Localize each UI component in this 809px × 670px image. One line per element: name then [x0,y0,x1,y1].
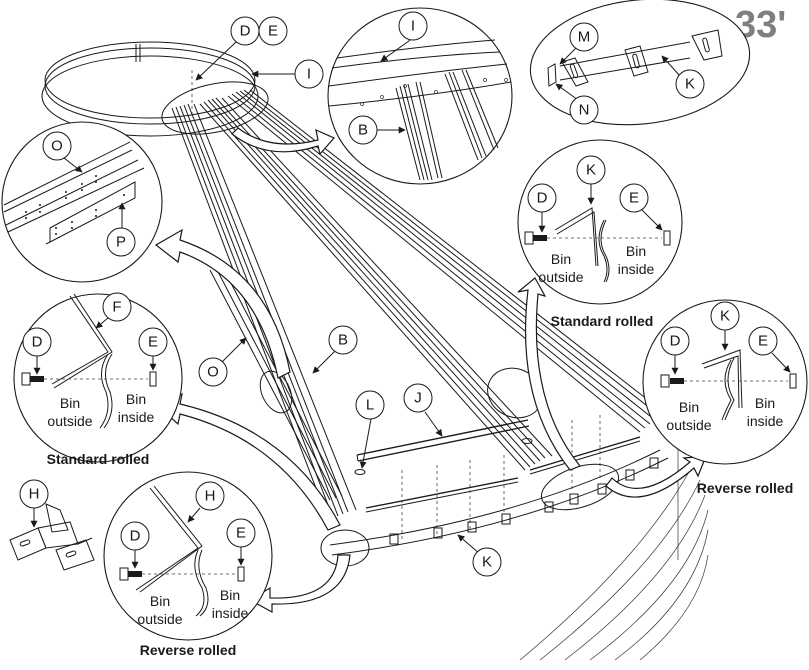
svg-text:Bin: Bin [60,395,80,411]
svg-text:E: E [758,333,768,350]
detail-splice: O P [1,121,163,283]
ring-detail-highlight [161,81,269,135]
svg-text:K: K [720,308,730,325]
svg-text:outside: outside [137,611,182,627]
svg-text:Bin: Bin [220,587,240,603]
svg-text:D: D [130,528,141,545]
detail-standard-rolled-right: K D E Bin outside Bin inside Standard ro… [517,139,683,329]
detail-reverse-rolled-left: H D E Bin outside Bin inside Reverse rol… [103,471,273,658]
svg-text:Standard rolled: Standard rolled [551,313,654,329]
rafters [171,89,667,521]
svg-text:Bin: Bin [755,395,775,411]
arrow-to-splice-detail [154,228,291,379]
callout-E: E [258,16,288,46]
svg-text:E: E [629,190,639,207]
callout-L: L [355,390,385,469]
svg-text:E: E [148,334,158,351]
svg-text:F: F [112,299,121,316]
detail-arrows [154,127,707,614]
svg-text:D: D [32,334,43,351]
svg-text:K: K [685,76,695,93]
callout-I: I [251,59,324,89]
svg-text:L: L [366,397,374,414]
compression-ring [41,41,259,137]
callout-O-main: O [198,337,247,387]
svg-text:outside: outside [47,413,92,429]
svg-text:K: K [586,162,596,179]
purlin [354,419,533,475]
arrow-to-top-detail [231,127,335,156]
arrow-to-reverse-right [605,455,707,498]
svg-text:D: D [670,333,681,350]
svg-text:Standard rolled: Standard rolled [47,451,150,467]
svg-text:P: P [116,234,126,251]
roof-panels [365,415,641,540]
svg-text:H: H [205,488,216,505]
svg-text:Reverse rolled: Reverse rolled [140,642,237,658]
svg-text:J: J [414,390,422,407]
svg-text:Reverse rolled: Reverse rolled [697,480,794,496]
svg-text:Bin: Bin [150,593,170,609]
arrow-to-standard-right [517,277,581,471]
svg-text:E: E [268,23,278,40]
bin-wall [329,440,709,661]
svg-text:N: N [579,102,590,119]
svg-text:E: E [236,525,246,542]
svg-text:I: I [307,66,311,83]
callout-J: J [403,383,443,437]
svg-text:Bin: Bin [551,251,571,267]
svg-text:inside: inside [747,413,784,429]
svg-text:D: D [240,23,251,40]
svg-text:I: I [411,18,415,35]
detail-top-ring: I B [327,7,513,185]
splice-highlight [259,370,293,414]
svg-text:B: B [358,122,368,139]
svg-text:O: O [51,138,63,155]
detail-reverse-rolled-right: K D E Bin outside Bin inside Reverse rol… [642,299,808,496]
svg-text:Bin: Bin [679,399,699,415]
svg-text:outside: outside [666,417,711,433]
svg-text:outside: outside [538,269,583,285]
part-H-bracket: H [9,479,95,571]
svg-text:inside: inside [212,605,249,621]
svg-text:M: M [578,29,591,46]
callout-K-main: K [457,534,502,577]
arrow-to-reverse-left [248,554,351,614]
svg-text:Bin: Bin [126,391,146,407]
svg-text:inside: inside [618,261,655,277]
svg-text:K: K [482,554,492,571]
callout-B-main: B [312,325,358,374]
svg-text:O: O [207,364,219,381]
detail-standard-rolled-left: F D E Bin outside Bin inside Standard ro… [13,292,183,467]
svg-text:D: D [537,190,548,207]
eave-clips [389,457,659,545]
svg-text:H: H [29,486,40,503]
main-assembly [41,41,709,661]
svg-text:B: B [338,332,348,349]
detail-eave-clip: M N K [529,0,751,126]
callout-D: D [195,16,260,81]
svg-text:Bin: Bin [626,243,646,259]
svg-text:inside: inside [118,409,155,425]
